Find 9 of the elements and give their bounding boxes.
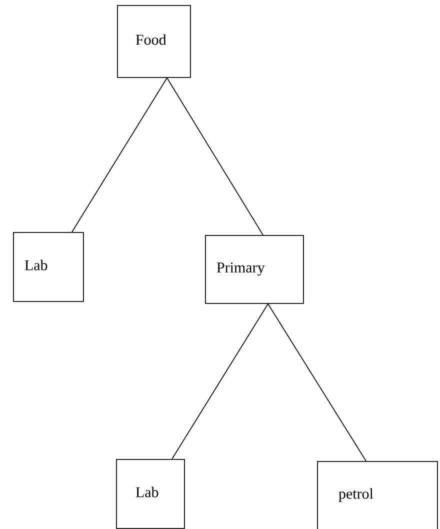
box: Primary [205,235,304,304]
box: petrol [317,461,438,529]
connector-line [268,303,366,462]
connector-line [166,77,264,236]
connector-line [72,77,168,232]
box: Food [117,5,191,78]
box: Lab [116,459,185,529]
box: Lab [13,232,84,302]
connector-line [172,303,268,460]
